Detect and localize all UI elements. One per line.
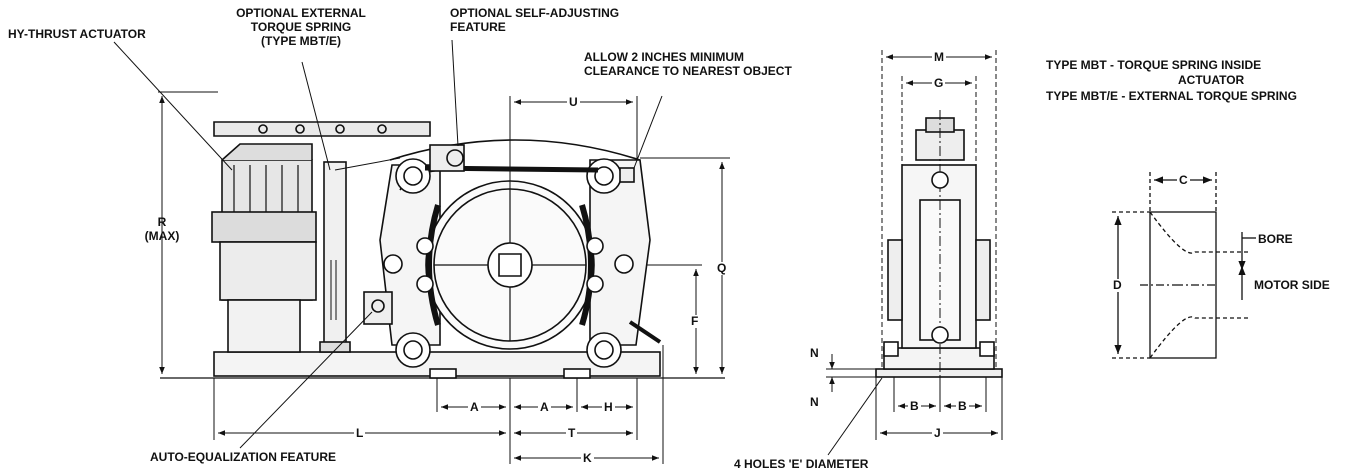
type-note-mbt: TYPE MBT - TORQUE SPRING INSIDE xyxy=(1046,58,1262,72)
dim-n-top: N xyxy=(808,346,821,360)
dim-m: M xyxy=(932,50,946,64)
callout-spring-line1: OPTIONAL EXTERNAL xyxy=(236,6,366,20)
dim-n-bottom: N xyxy=(808,395,821,409)
callout-spring-line2: TORQUE SPRING xyxy=(250,20,352,34)
callout-external-spring: OPTIONAL EXTERNAL TORQUE SPRING (TYPE MB… xyxy=(216,6,386,48)
callout-mounting-holes: 4 HOLES 'E' DIAMETER xyxy=(734,457,869,471)
dimension-lines-end xyxy=(826,50,1003,456)
type-note-mbt-line2: ACTUATOR xyxy=(1178,73,1245,87)
brake-side-view xyxy=(160,121,725,379)
dim-b-right: B xyxy=(956,399,969,413)
dim-u: U xyxy=(567,95,580,109)
dim-f: F xyxy=(689,314,701,328)
dimension-lines-main xyxy=(113,39,730,464)
callout-clearance: ALLOW 2 INCHES MINIMUM CLEARANCE TO NEAR… xyxy=(584,50,792,78)
dim-d: D xyxy=(1111,278,1124,292)
callout-clearance-line2: CLEARANCE TO NEAREST OBJECT xyxy=(584,64,792,78)
callout-actuator: HY-THRUST ACTUATOR xyxy=(8,27,146,41)
callout-auto-equalization: AUTO-EQUALIZATION FEATURE xyxy=(150,450,336,464)
dim-c: C xyxy=(1177,173,1190,187)
type-note-mbte: TYPE MBT/E - EXTERNAL TORQUE SPRING xyxy=(1046,89,1297,103)
dim-k: K xyxy=(581,451,594,465)
dim-r-sub: (MAX) xyxy=(144,229,180,243)
dim-l: L xyxy=(354,426,366,440)
callout-selfadj-line2: FEATURE xyxy=(450,20,506,34)
callout-spring-line3: (TYPE MBT/E) xyxy=(261,34,341,48)
callout-clearance-line1: ALLOW 2 INCHES MINIMUM xyxy=(584,50,744,64)
label-motor-side: MOTOR SIDE xyxy=(1254,278,1330,292)
dim-b-left: B xyxy=(908,399,921,413)
dim-h: H xyxy=(602,400,615,414)
dim-g: G xyxy=(932,76,946,90)
dim-t: T xyxy=(566,426,578,440)
brake-end-view xyxy=(875,110,1003,380)
callout-selfadj-line1: OPTIONAL SELF-ADJUSTING xyxy=(450,6,620,20)
dim-a-right: A xyxy=(538,400,551,414)
callout-self-adjusting: OPTIONAL SELF-ADJUSTING FEATURE xyxy=(450,6,619,34)
dim-j: J xyxy=(932,426,943,440)
wheel-section-view xyxy=(1112,172,1256,359)
dim-q: Q xyxy=(715,261,729,275)
dim-r-letter: R xyxy=(157,215,167,229)
label-bore: BORE xyxy=(1258,232,1293,246)
dim-a-left: A xyxy=(468,400,481,414)
dim-r: R (MAX) xyxy=(140,215,184,243)
